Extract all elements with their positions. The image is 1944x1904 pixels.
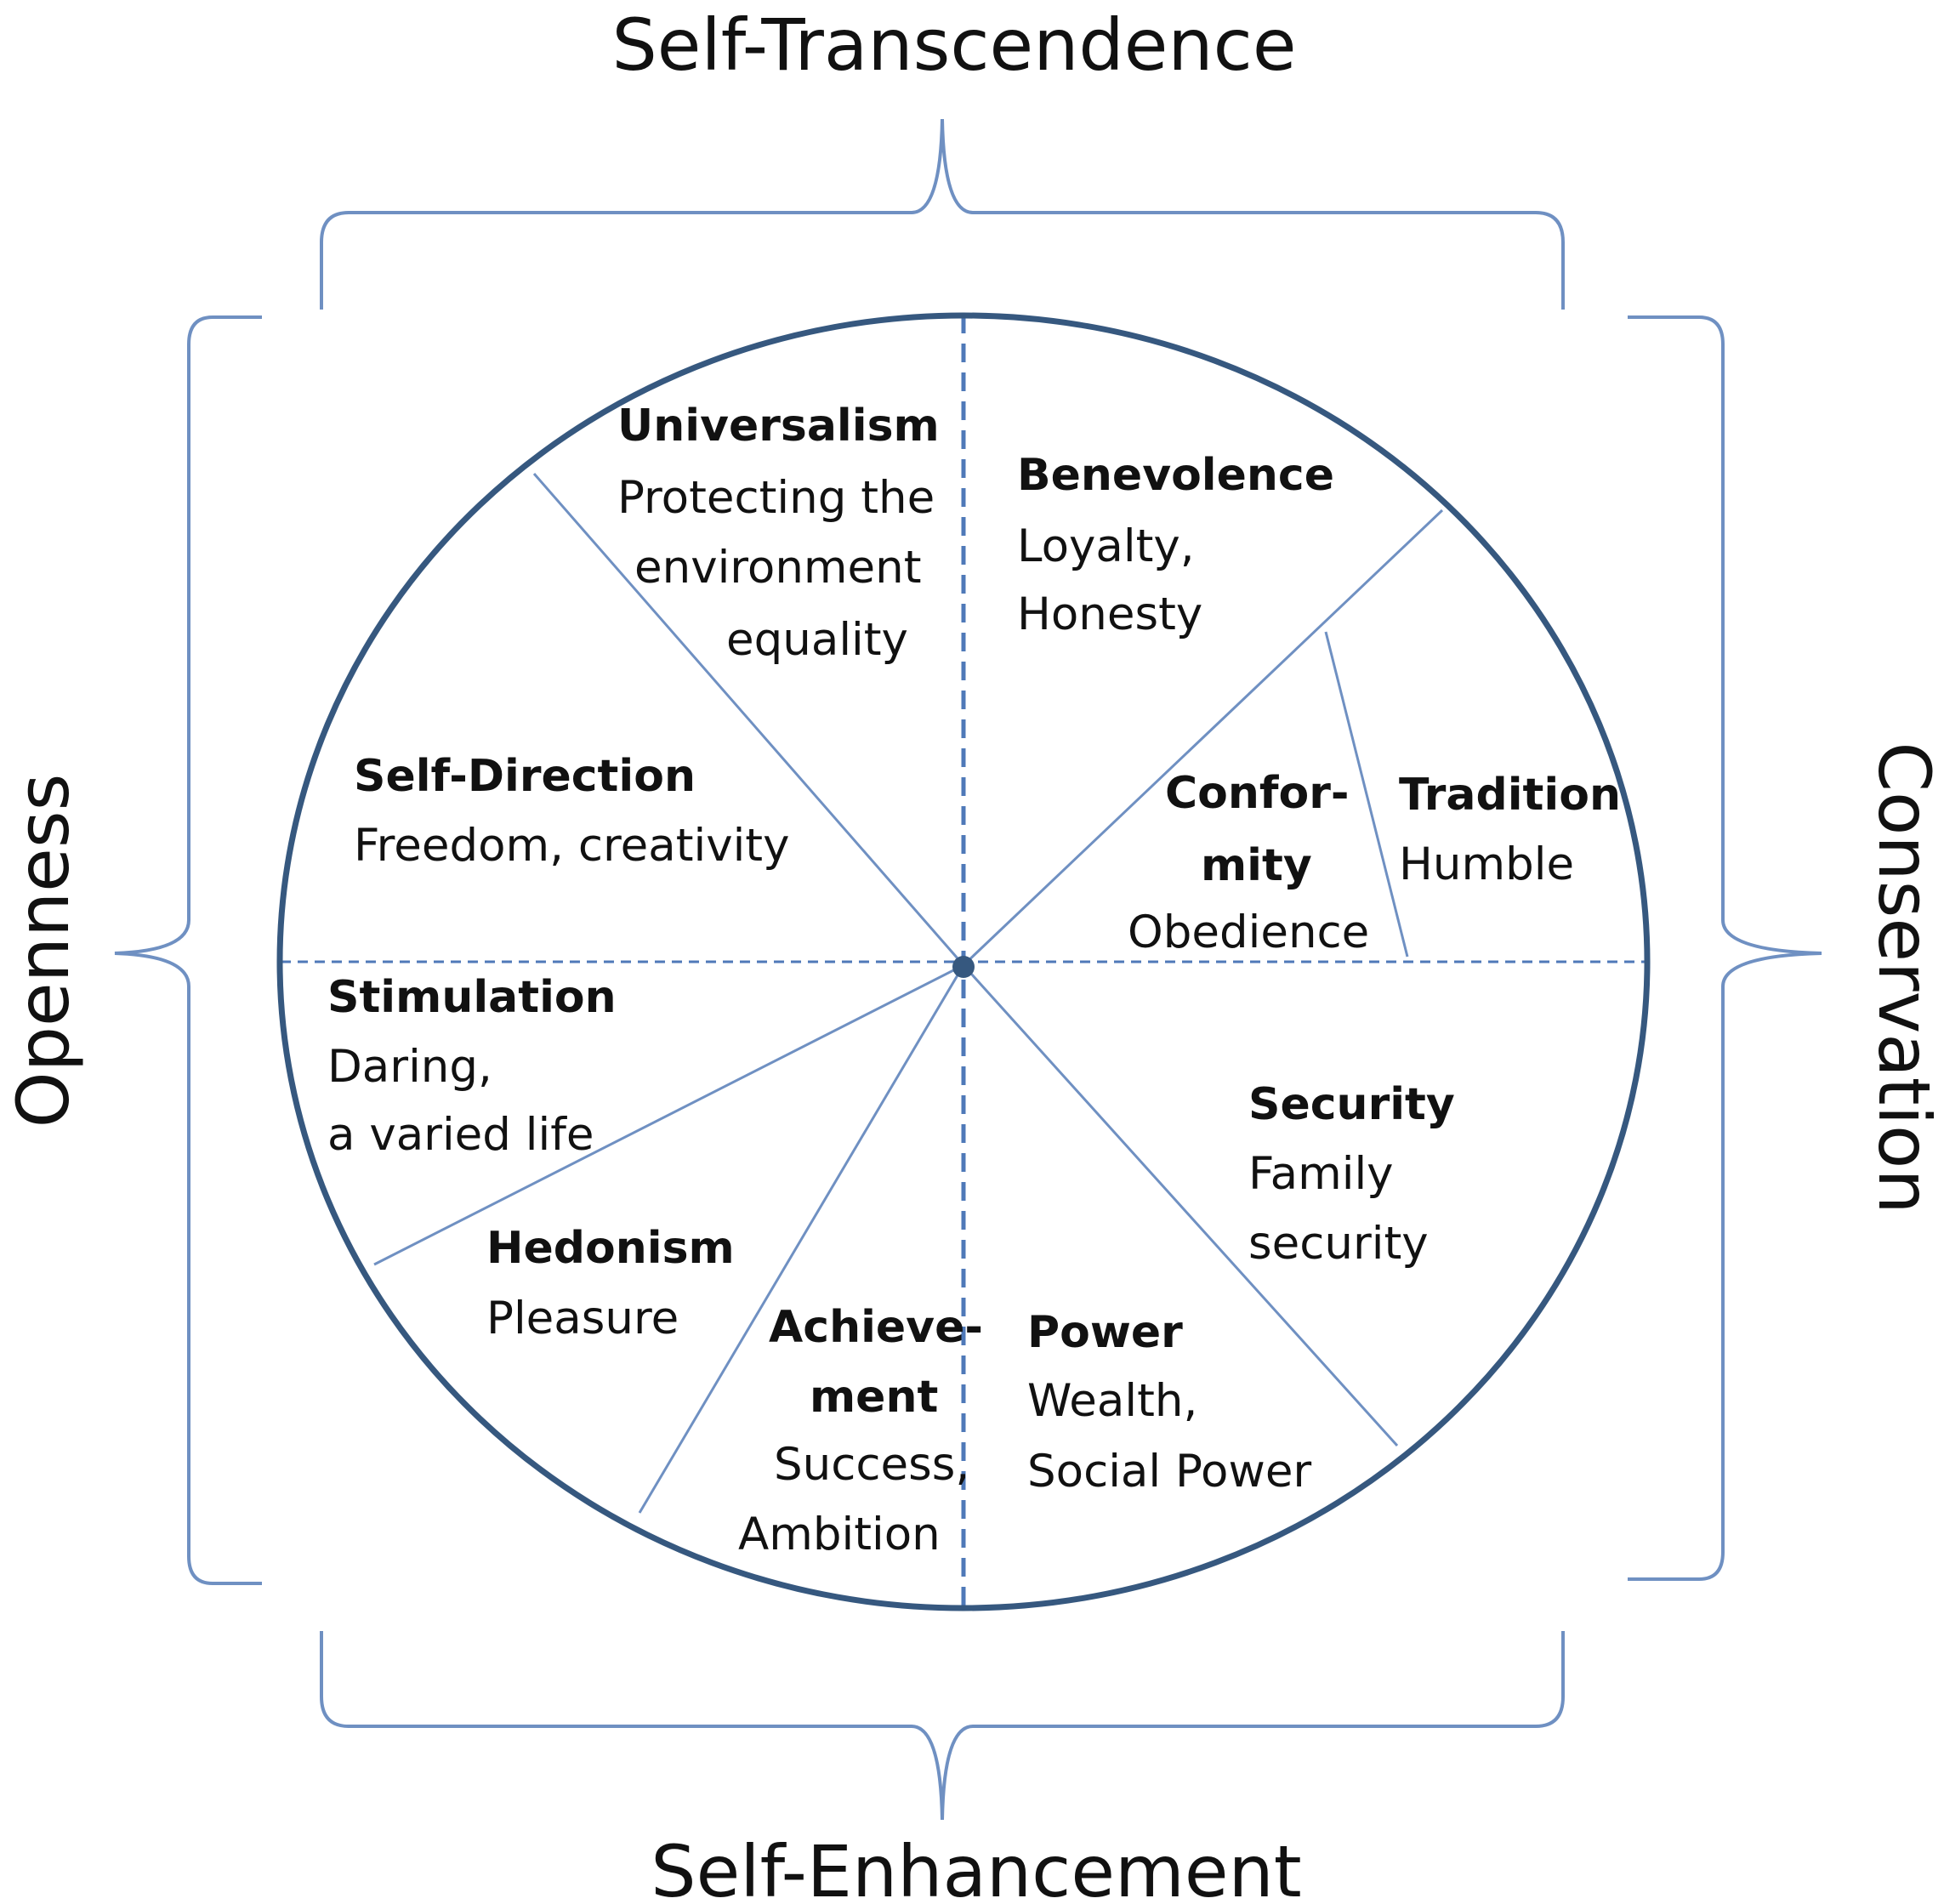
value-hedonism: Hedonism Pleasure <box>486 1223 735 1344</box>
dimension-right-label: Conservation <box>1862 742 1944 1213</box>
achievement-name-1: Achieve- <box>769 1302 983 1353</box>
value-achievement: Achieve- ment Success, Ambition <box>738 1302 983 1560</box>
top-bracket <box>320 118 1565 310</box>
divider-selfdirection-universalism <box>532 473 965 966</box>
security-desc-1: Family <box>1248 1148 1394 1200</box>
right-bracket <box>1628 315 1822 1581</box>
stimulation-desc-2: a varied life <box>327 1109 594 1161</box>
left-bracket <box>114 315 262 1585</box>
brackets <box>114 118 1822 1821</box>
value-security: Security Family security <box>1248 1079 1455 1270</box>
value-universalism: Universalism Protecting the environment … <box>617 401 940 666</box>
value-conformity: Confor- mity Obedience <box>1128 768 1369 958</box>
power-desc-1: Wealth, <box>1027 1375 1197 1427</box>
achievement-desc-2: Ambition <box>738 1509 941 1560</box>
value-tradition: Tradition Humble <box>1399 770 1621 890</box>
universalism-name: Universalism <box>617 401 940 452</box>
benevolence-desc-2: Honesty <box>1017 588 1202 640</box>
hedonism-name: Hedonism <box>486 1223 735 1274</box>
value-benevolence: Benevolence Loyalty, Honesty <box>1017 450 1334 640</box>
self-direction-name: Self-Direction <box>354 751 696 802</box>
conformity-name-1: Confor- <box>1165 768 1349 819</box>
universalism-desc-1: Protecting the <box>617 472 935 524</box>
divider-hedonism-achievement <box>638 964 965 1514</box>
tradition-name: Tradition <box>1399 770 1621 821</box>
dimension-bottom-label: Self-Enhancement <box>651 1830 1301 1904</box>
sector-dividers <box>373 473 1444 1514</box>
value-self-direction: Self-Direction Freedom, creativity <box>354 751 789 872</box>
conformity-name-2: mity <box>1201 840 1312 891</box>
stimulation-desc-1: Daring, <box>327 1041 492 1093</box>
achievement-name-2: ment <box>810 1372 938 1423</box>
security-name: Security <box>1248 1079 1455 1130</box>
center-dot <box>952 956 975 978</box>
value-power: Power Wealth, Social Power <box>1027 1307 1311 1498</box>
power-desc-2: Social Power <box>1027 1446 1311 1498</box>
divider-benevolence-conformity <box>962 509 1444 967</box>
conformity-desc-1: Obedience <box>1128 907 1369 958</box>
divider-security-power <box>962 963 1399 1447</box>
value-stimulation: Stimulation Daring, a varied life <box>327 972 617 1161</box>
achievement-desc-1: Success, <box>774 1439 969 1491</box>
divider-tradition-conformity <box>1324 631 1409 958</box>
security-desc-2: security <box>1248 1218 1429 1270</box>
stimulation-name: Stimulation <box>327 972 617 1023</box>
values-circle <box>276 312 1651 1611</box>
universalism-desc-3: equality <box>726 614 908 666</box>
hedonism-desc-1: Pleasure <box>486 1293 679 1344</box>
power-name: Power <box>1027 1307 1183 1358</box>
universalism-desc-2: environment <box>634 542 922 594</box>
self-direction-desc-1: Freedom, creativity <box>354 820 789 872</box>
dimension-left-label: Openness <box>2 774 85 1128</box>
bottom-bracket <box>320 1631 1565 1821</box>
benevolence-desc-1: Loyalty, <box>1017 520 1195 572</box>
tradition-desc-1: Humble <box>1399 838 1574 890</box>
dimension-top-label: Self-Transcendence <box>611 3 1296 87</box>
divider-stimulation-hedonism <box>373 963 964 1266</box>
benevolence-name: Benevolence <box>1017 450 1334 501</box>
